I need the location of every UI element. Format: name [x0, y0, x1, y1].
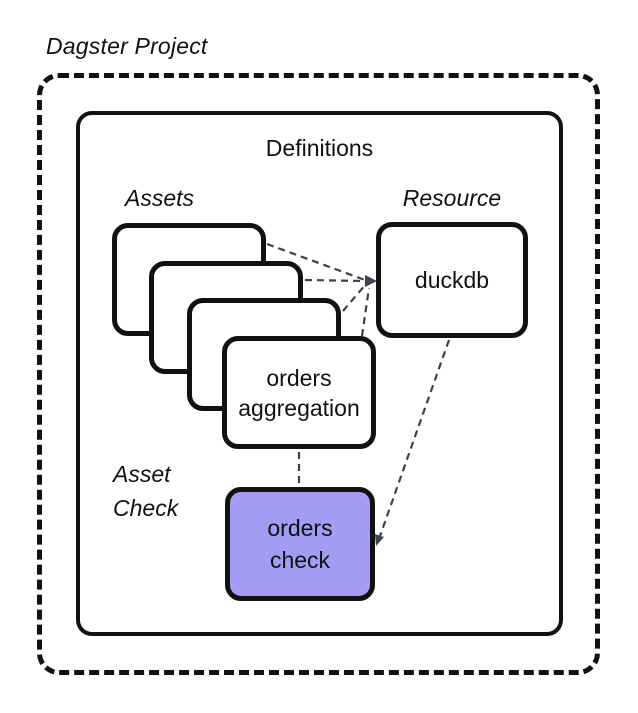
resource-node-duckdb: duckdb	[376, 222, 528, 338]
check-node-label-line1: orders	[267, 515, 333, 541]
definitions-title: Definitions	[265, 135, 374, 161]
project-title: Dagster Project	[46, 33, 208, 59]
asset-check-node-orders-check: orders check	[225, 487, 375, 601]
definitions-container	[76, 111, 563, 636]
project-boundary-dashed-box	[37, 73, 600, 675]
resource-group-label: Resource	[402, 185, 502, 211]
asset-check-label-line1: Asset	[113, 461, 171, 487]
check-node-label-line2: check	[269, 547, 331, 573]
resource-node-label: duckdb	[414, 267, 490, 293]
assets-group-label: Assets	[125, 185, 195, 211]
asset-card-orders-aggregation: orders aggregation	[222, 336, 376, 449]
asset-check-label-line2: Check	[113, 495, 179, 521]
asset-check-group-label: Asset Check	[113, 457, 178, 525]
asset-card-label-line1: orders	[266, 364, 332, 391]
asset-card-label-line2: aggregation	[238, 394, 360, 421]
